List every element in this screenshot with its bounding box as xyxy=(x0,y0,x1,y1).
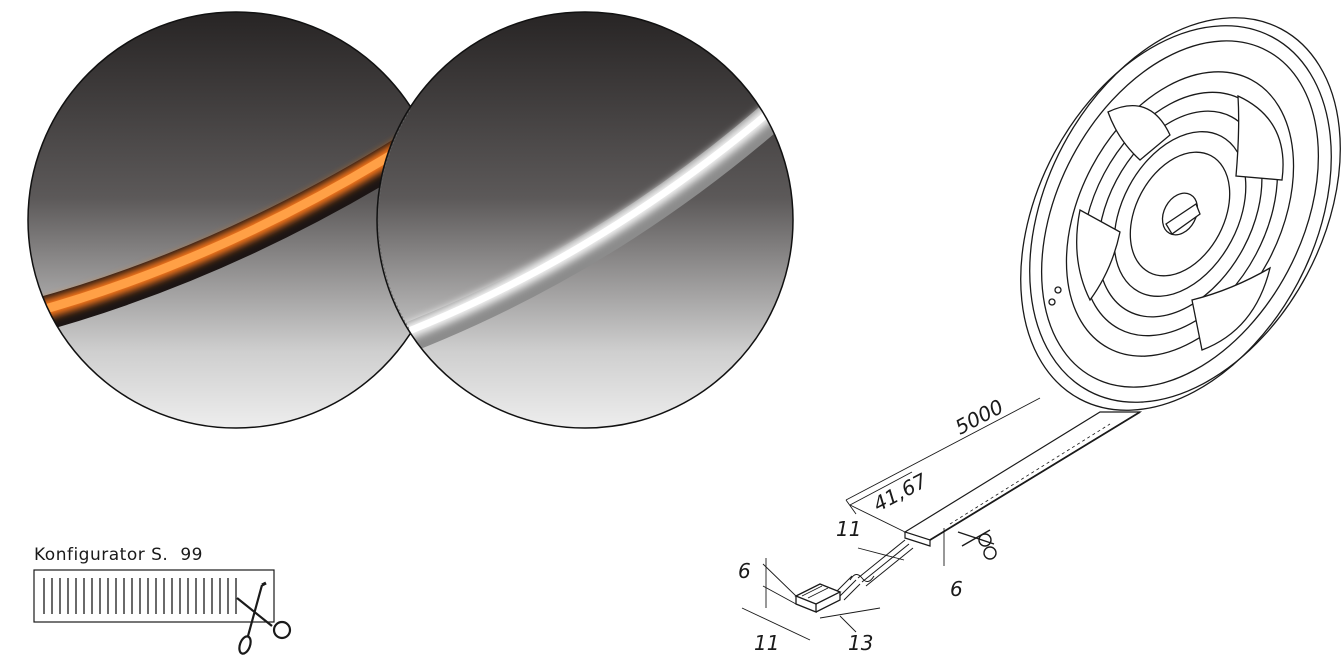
dim-connector-height: 6 xyxy=(738,559,751,583)
led-strip xyxy=(835,411,1143,601)
dim-total-length: 5000 xyxy=(951,394,1007,439)
configurator-text: Konfigurator S. xyxy=(34,545,169,565)
reel-icon xyxy=(1020,17,1341,411)
connector-icon xyxy=(794,583,842,613)
dim-strip-width: 11 xyxy=(836,517,861,541)
configurator-label: Konfigurator S. 99 xyxy=(34,545,203,565)
scissors-icon xyxy=(236,581,292,655)
dim-connector-length: 13 xyxy=(848,631,873,655)
configurator-bar xyxy=(33,569,292,655)
dimension-lines xyxy=(741,397,1041,641)
dim-segment-length: 41,67 xyxy=(869,468,931,516)
photo-white-led-strip xyxy=(376,11,794,429)
bar-hatching xyxy=(43,578,237,614)
scissors-icon-strip xyxy=(957,529,997,560)
technical-drawing xyxy=(741,17,1341,641)
dim-connector-width: 11 xyxy=(754,631,779,655)
photo-orange-led-strip xyxy=(27,11,445,429)
configurator-page: 99 xyxy=(180,545,203,565)
dim-strip-height: 6 xyxy=(950,577,963,601)
